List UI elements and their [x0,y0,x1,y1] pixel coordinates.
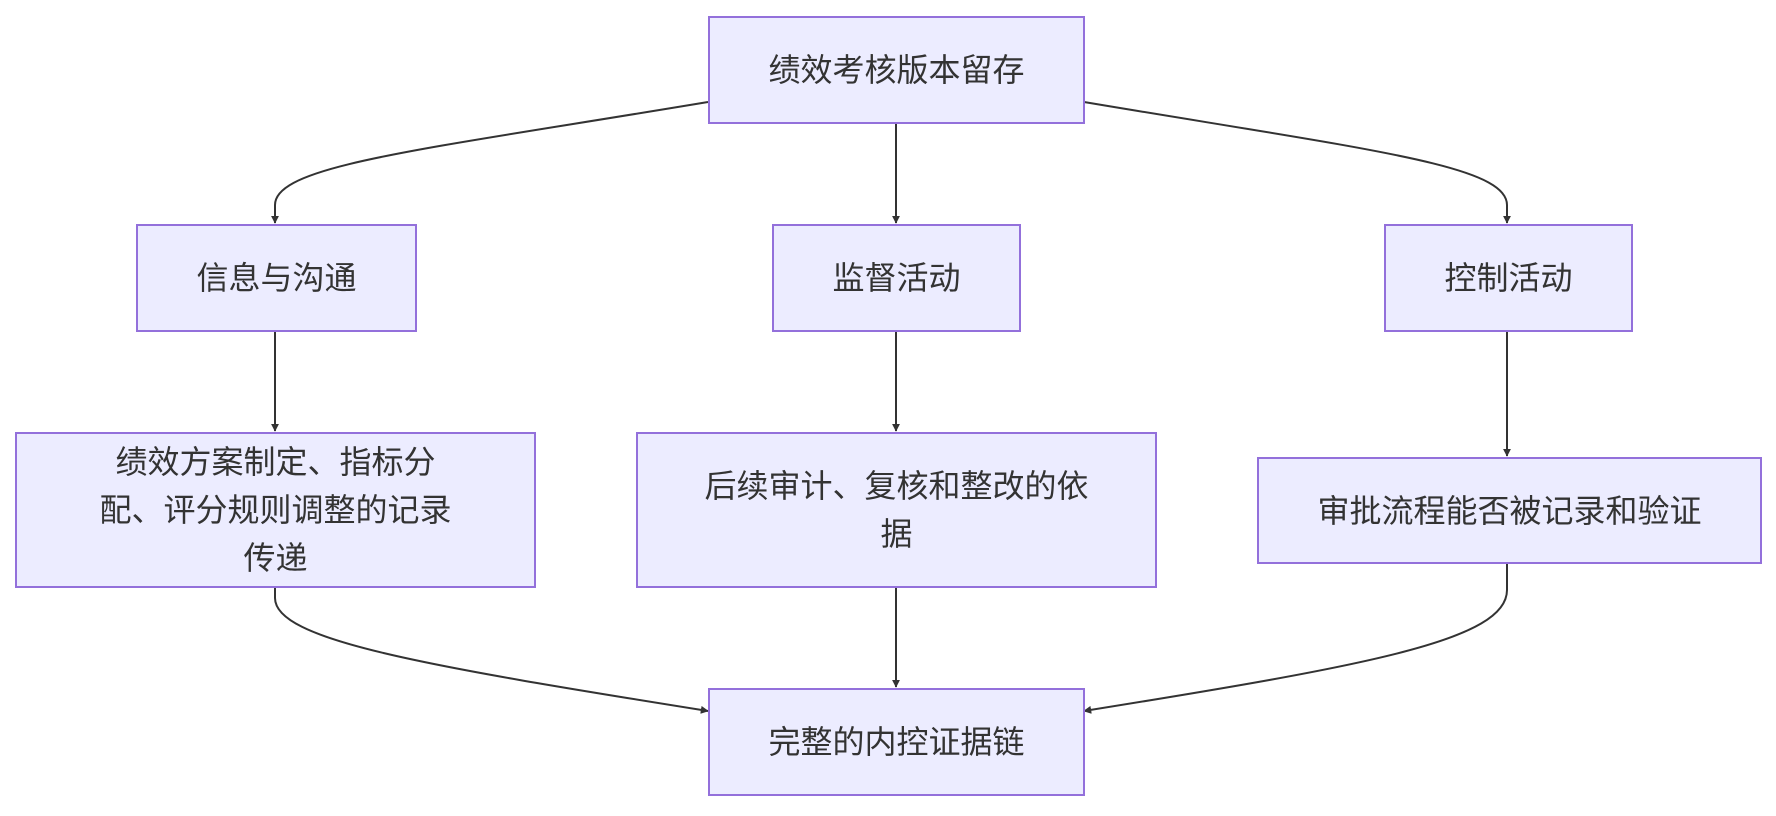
node-monitor-label: 监督活动 [832,259,961,297]
node-info-detail: 绩效方案制定、指标分配、评分规则调整的记录传递 [15,432,536,588]
edge-root-to-info [271,101,709,224]
edge-root-to-control [1083,101,1511,224]
node-control-detail-label: 审批流程能否被记录和验证 [1317,491,1702,530]
node-monitor-detail-label: 后续审计、复核和整改的依据 [704,467,1089,553]
node-result: 完整的内控证据链 [708,688,1085,796]
node-monitor-detail: 后续审计、复核和整改的依据 [636,432,1157,588]
node-root-label: 绩效考核版本留存 [768,51,1025,89]
node-monitor: 监督活动 [772,224,1021,332]
node-info-detail-label: 绩效方案制定、指标分配、评分规则调整的记录传递 [99,443,452,577]
node-control: 控制活动 [1384,224,1633,332]
node-control-detail: 审批流程能否被记录和验证 [1257,457,1762,564]
node-control-label: 控制活动 [1444,259,1573,297]
node-info: 信息与沟通 [136,224,417,332]
node-root: 绩效考核版本留存 [708,16,1085,124]
node-result-label: 完整的内控证据链 [768,723,1025,761]
edge-control-detail-to-result [1083,564,1508,714]
edge-info-detail-to-result [274,588,709,714]
node-info-label: 信息与沟通 [196,259,357,297]
